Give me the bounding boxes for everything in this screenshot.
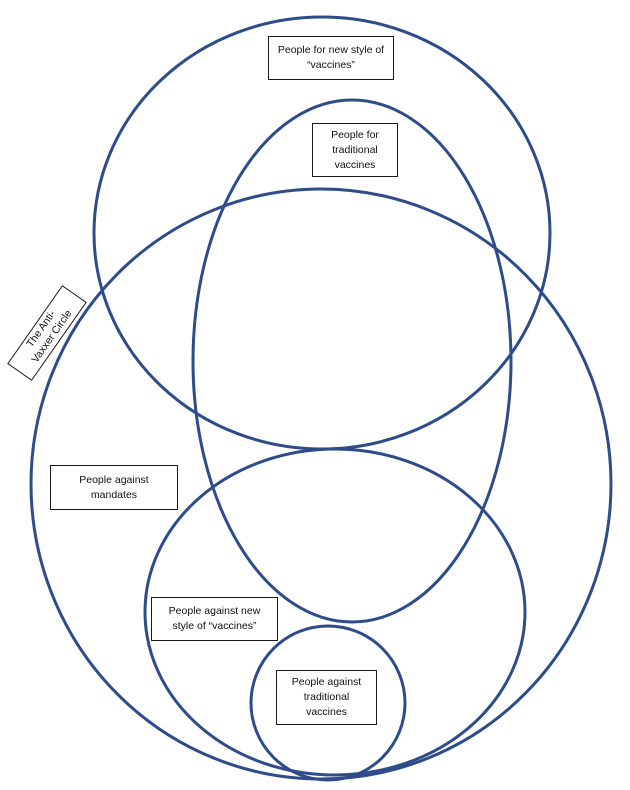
label-people-against-mandates: People against mandates	[50, 465, 178, 510]
label-people-against-traditional-vaccines: People against traditional vaccines	[276, 670, 377, 725]
circle-traditional-against	[249, 624, 407, 782]
label-people-for-new-style-vaccines: People for new style of “vaccines”	[268, 36, 394, 80]
circle-mandates-against	[143, 447, 527, 777]
label-people-for-traditional-vaccines: People for traditional vaccines	[312, 123, 398, 177]
label-people-against-new-style-vaccines: People against new style of “vaccines”	[151, 597, 278, 641]
ellipse-traditional-for	[191, 98, 513, 624]
circle-new-style-for	[92, 15, 552, 451]
